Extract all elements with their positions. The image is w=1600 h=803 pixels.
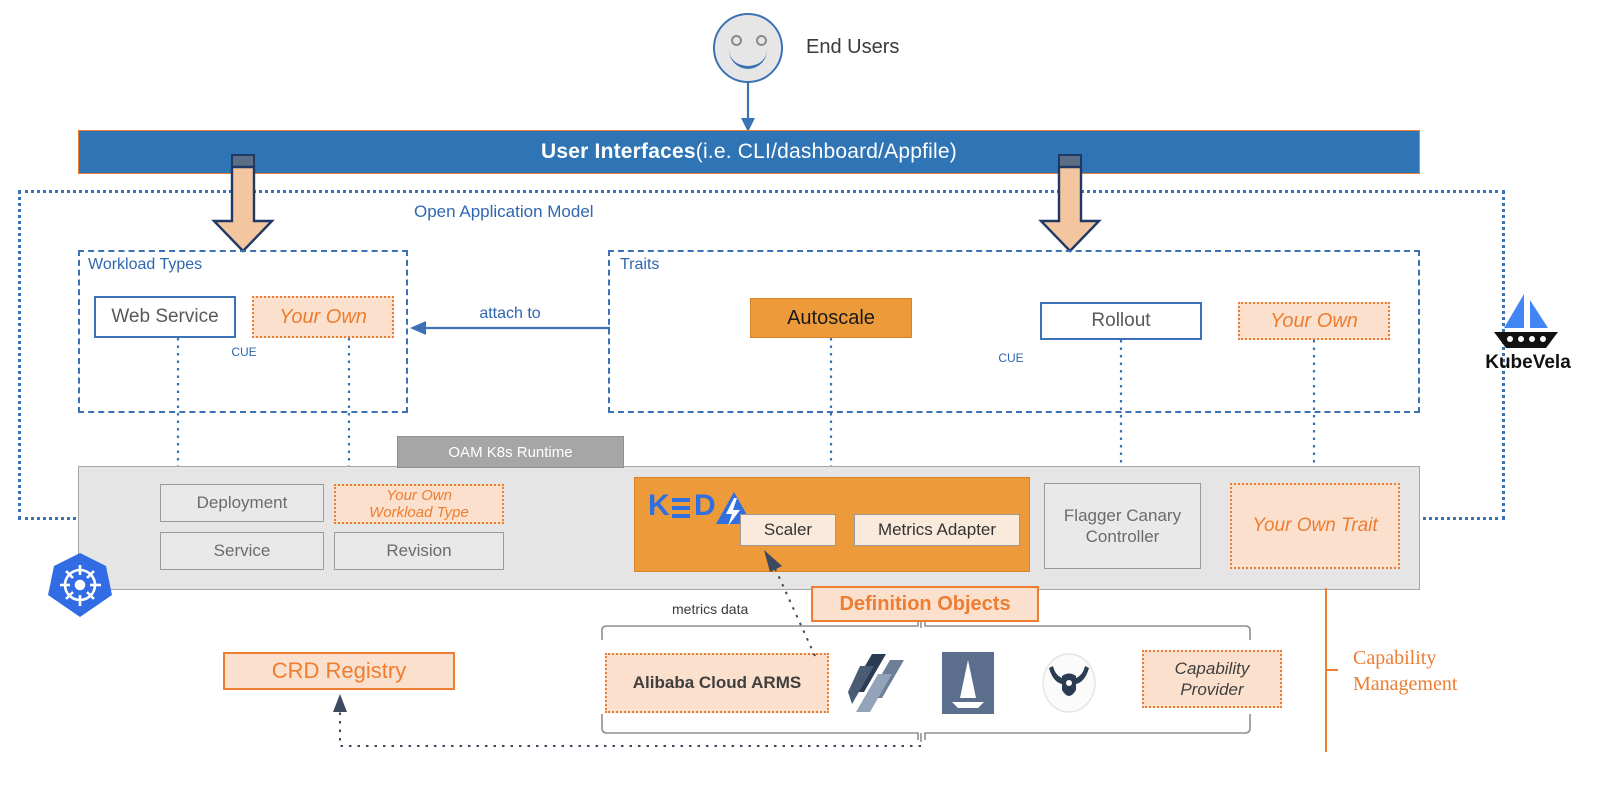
capability-provider-line1: Capability	[1174, 658, 1250, 678]
workload-types-group	[78, 250, 408, 413]
runtime-box-service[interactable]: Service	[160, 532, 324, 570]
runtime-box-your-own-workload-type[interactable]: Your Own Workload Type	[334, 484, 504, 524]
arrow-users-to-ui	[741, 82, 755, 132]
traits-label: Traits	[620, 256, 660, 273]
trait-box-rollout[interactable]: Rollout	[1040, 302, 1202, 340]
runtime-box-revision[interactable]: Revision	[334, 532, 504, 570]
workload-cue-label: CUE	[94, 340, 394, 364]
keda-metrics-adapter-box[interactable]: Metrics Adapter	[854, 514, 1020, 546]
ui-bar-strong: User Interfaces	[541, 140, 696, 163]
trait-box-your-own[interactable]: Your Own	[1238, 302, 1390, 340]
your-own-workload-line1: Your Own	[386, 486, 452, 504]
traits-cue-label: CUE	[632, 346, 1390, 370]
provider-capability-provider[interactable]: Capability Provider	[1142, 650, 1282, 708]
sailboat-icon	[1494, 294, 1558, 348]
oam-title: Open Application Model	[414, 202, 594, 221]
capability-management-brace	[1325, 588, 1338, 752]
providers-bottom-bracket	[601, 714, 1251, 742]
istio-logo-icon	[942, 652, 994, 714]
kubernetes-helm-icon	[48, 553, 112, 617]
trait-box-autoscale[interactable]: Autoscale	[750, 298, 912, 338]
flagger-line1: Flagger Canary	[1063, 505, 1182, 525]
metrics-data-arrow	[764, 550, 816, 657]
oam-runtime-tab: OAM K8s Runtime	[397, 436, 624, 468]
svg-text:K: K	[648, 489, 671, 522]
keda-bull-logo-icon	[1042, 653, 1096, 713]
definition-objects-box[interactable]: Definition Objects	[811, 586, 1039, 622]
provider-alibaba-cloud-arms[interactable]: Alibaba Cloud ARMS	[605, 653, 829, 713]
smiley-face-icon	[713, 13, 783, 83]
runtime-box-your-own-trait[interactable]: Your Own Trait	[1230, 483, 1400, 569]
metrics-data-label: metrics data	[672, 601, 749, 617]
user-interfaces-bar[interactable]: User Interfaces (i.e. CLI/dashboard/Appf…	[78, 130, 1420, 174]
capability-provider-line2: Provider	[1180, 680, 1244, 699]
svg-text:D: D	[694, 489, 716, 522]
workload-types-label: Workload Types	[88, 256, 203, 273]
end-users-label: End Users	[806, 36, 900, 58]
capability-management-line1: Capability	[1353, 647, 1437, 669]
runtime-box-deployment[interactable]: Deployment	[160, 484, 324, 522]
workload-box-your-own[interactable]: Your Own	[252, 296, 394, 338]
crd-registry-connector	[333, 694, 921, 747]
runtime-box-flagger-canary-controller[interactable]: Flagger Canary Controller	[1044, 483, 1201, 569]
keda-scaler-box[interactable]: Scaler	[740, 514, 836, 546]
capability-management-line2: Management	[1353, 673, 1458, 695]
attach-to-arrow	[410, 321, 610, 335]
workload-box-web-service[interactable]: Web Service	[94, 296, 236, 338]
ui-bar-rest: (i.e. CLI/dashboard/Appfile)	[695, 140, 957, 163]
crd-registry-box[interactable]: CRD Registry	[223, 652, 455, 690]
big-arrow-left	[211, 154, 275, 253]
your-own-workload-line2: Workload Type	[369, 504, 469, 521]
flagger-line2: Controller	[1085, 527, 1160, 546]
big-arrow-right	[1038, 154, 1102, 253]
traits-group	[608, 250, 1420, 413]
attach-to-label: attach to	[479, 305, 541, 322]
flagger-logo-icon	[848, 654, 904, 712]
keda-logo: K D	[648, 489, 752, 526]
kubevela-label: KubeVela	[1485, 352, 1571, 373]
capability-management-label: Capability Management	[1353, 645, 1457, 697]
providers-top-bracket	[601, 622, 1251, 640]
